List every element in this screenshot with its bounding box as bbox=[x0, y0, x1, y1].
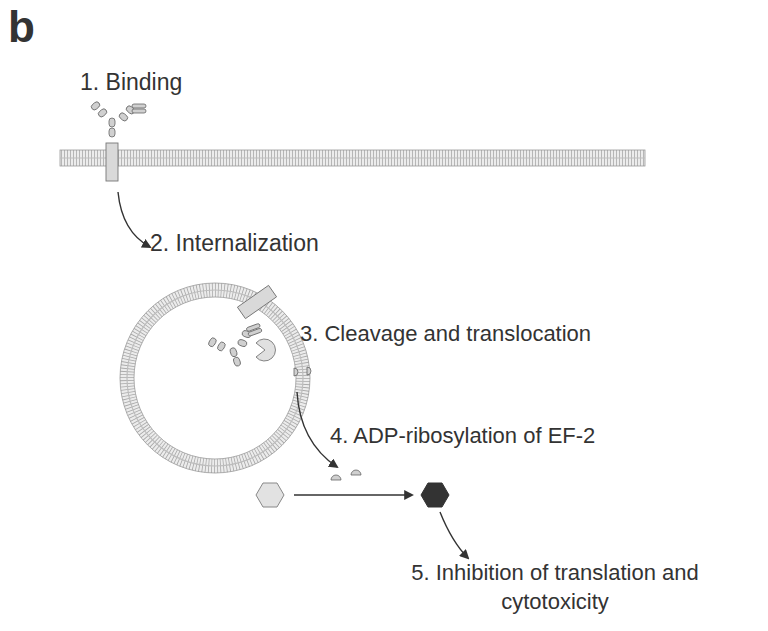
step-label: 4. ADP-ribosylation of EF-2 bbox=[330, 422, 595, 450]
step-arrow bbox=[118, 192, 150, 247]
endosome-inner-edge bbox=[134, 297, 296, 459]
panel-letter: b bbox=[8, 0, 35, 54]
membrane-midline bbox=[60, 157, 645, 158]
reaction-arrow bbox=[294, 494, 412, 495]
step-label: 3. Cleavage and translocation bbox=[300, 320, 591, 348]
toxin-fragment bbox=[307, 367, 311, 375]
ef2-inactive bbox=[421, 483, 449, 507]
receptor bbox=[237, 285, 276, 318]
toxin-fragment bbox=[331, 475, 341, 480]
step-label: 5. Inhibition of translation and cytotox… bbox=[400, 558, 710, 616]
ef2-active bbox=[256, 483, 284, 507]
step-arrow bbox=[440, 512, 468, 558]
endosome-midline bbox=[127, 290, 303, 466]
cell-membrane bbox=[60, 150, 645, 166]
protease bbox=[256, 339, 275, 361]
toxin-fragment bbox=[351, 470, 361, 475]
step-label: 2. Internalization bbox=[150, 229, 319, 257]
step-label: 1. Binding bbox=[80, 68, 182, 96]
endosome-outer-edge bbox=[120, 283, 310, 473]
receptor bbox=[106, 143, 118, 181]
toxin-fragment bbox=[294, 368, 298, 376]
endosome bbox=[127, 290, 303, 466]
immunotoxin bbox=[90, 101, 146, 137]
endosome-lipids bbox=[127, 290, 303, 466]
